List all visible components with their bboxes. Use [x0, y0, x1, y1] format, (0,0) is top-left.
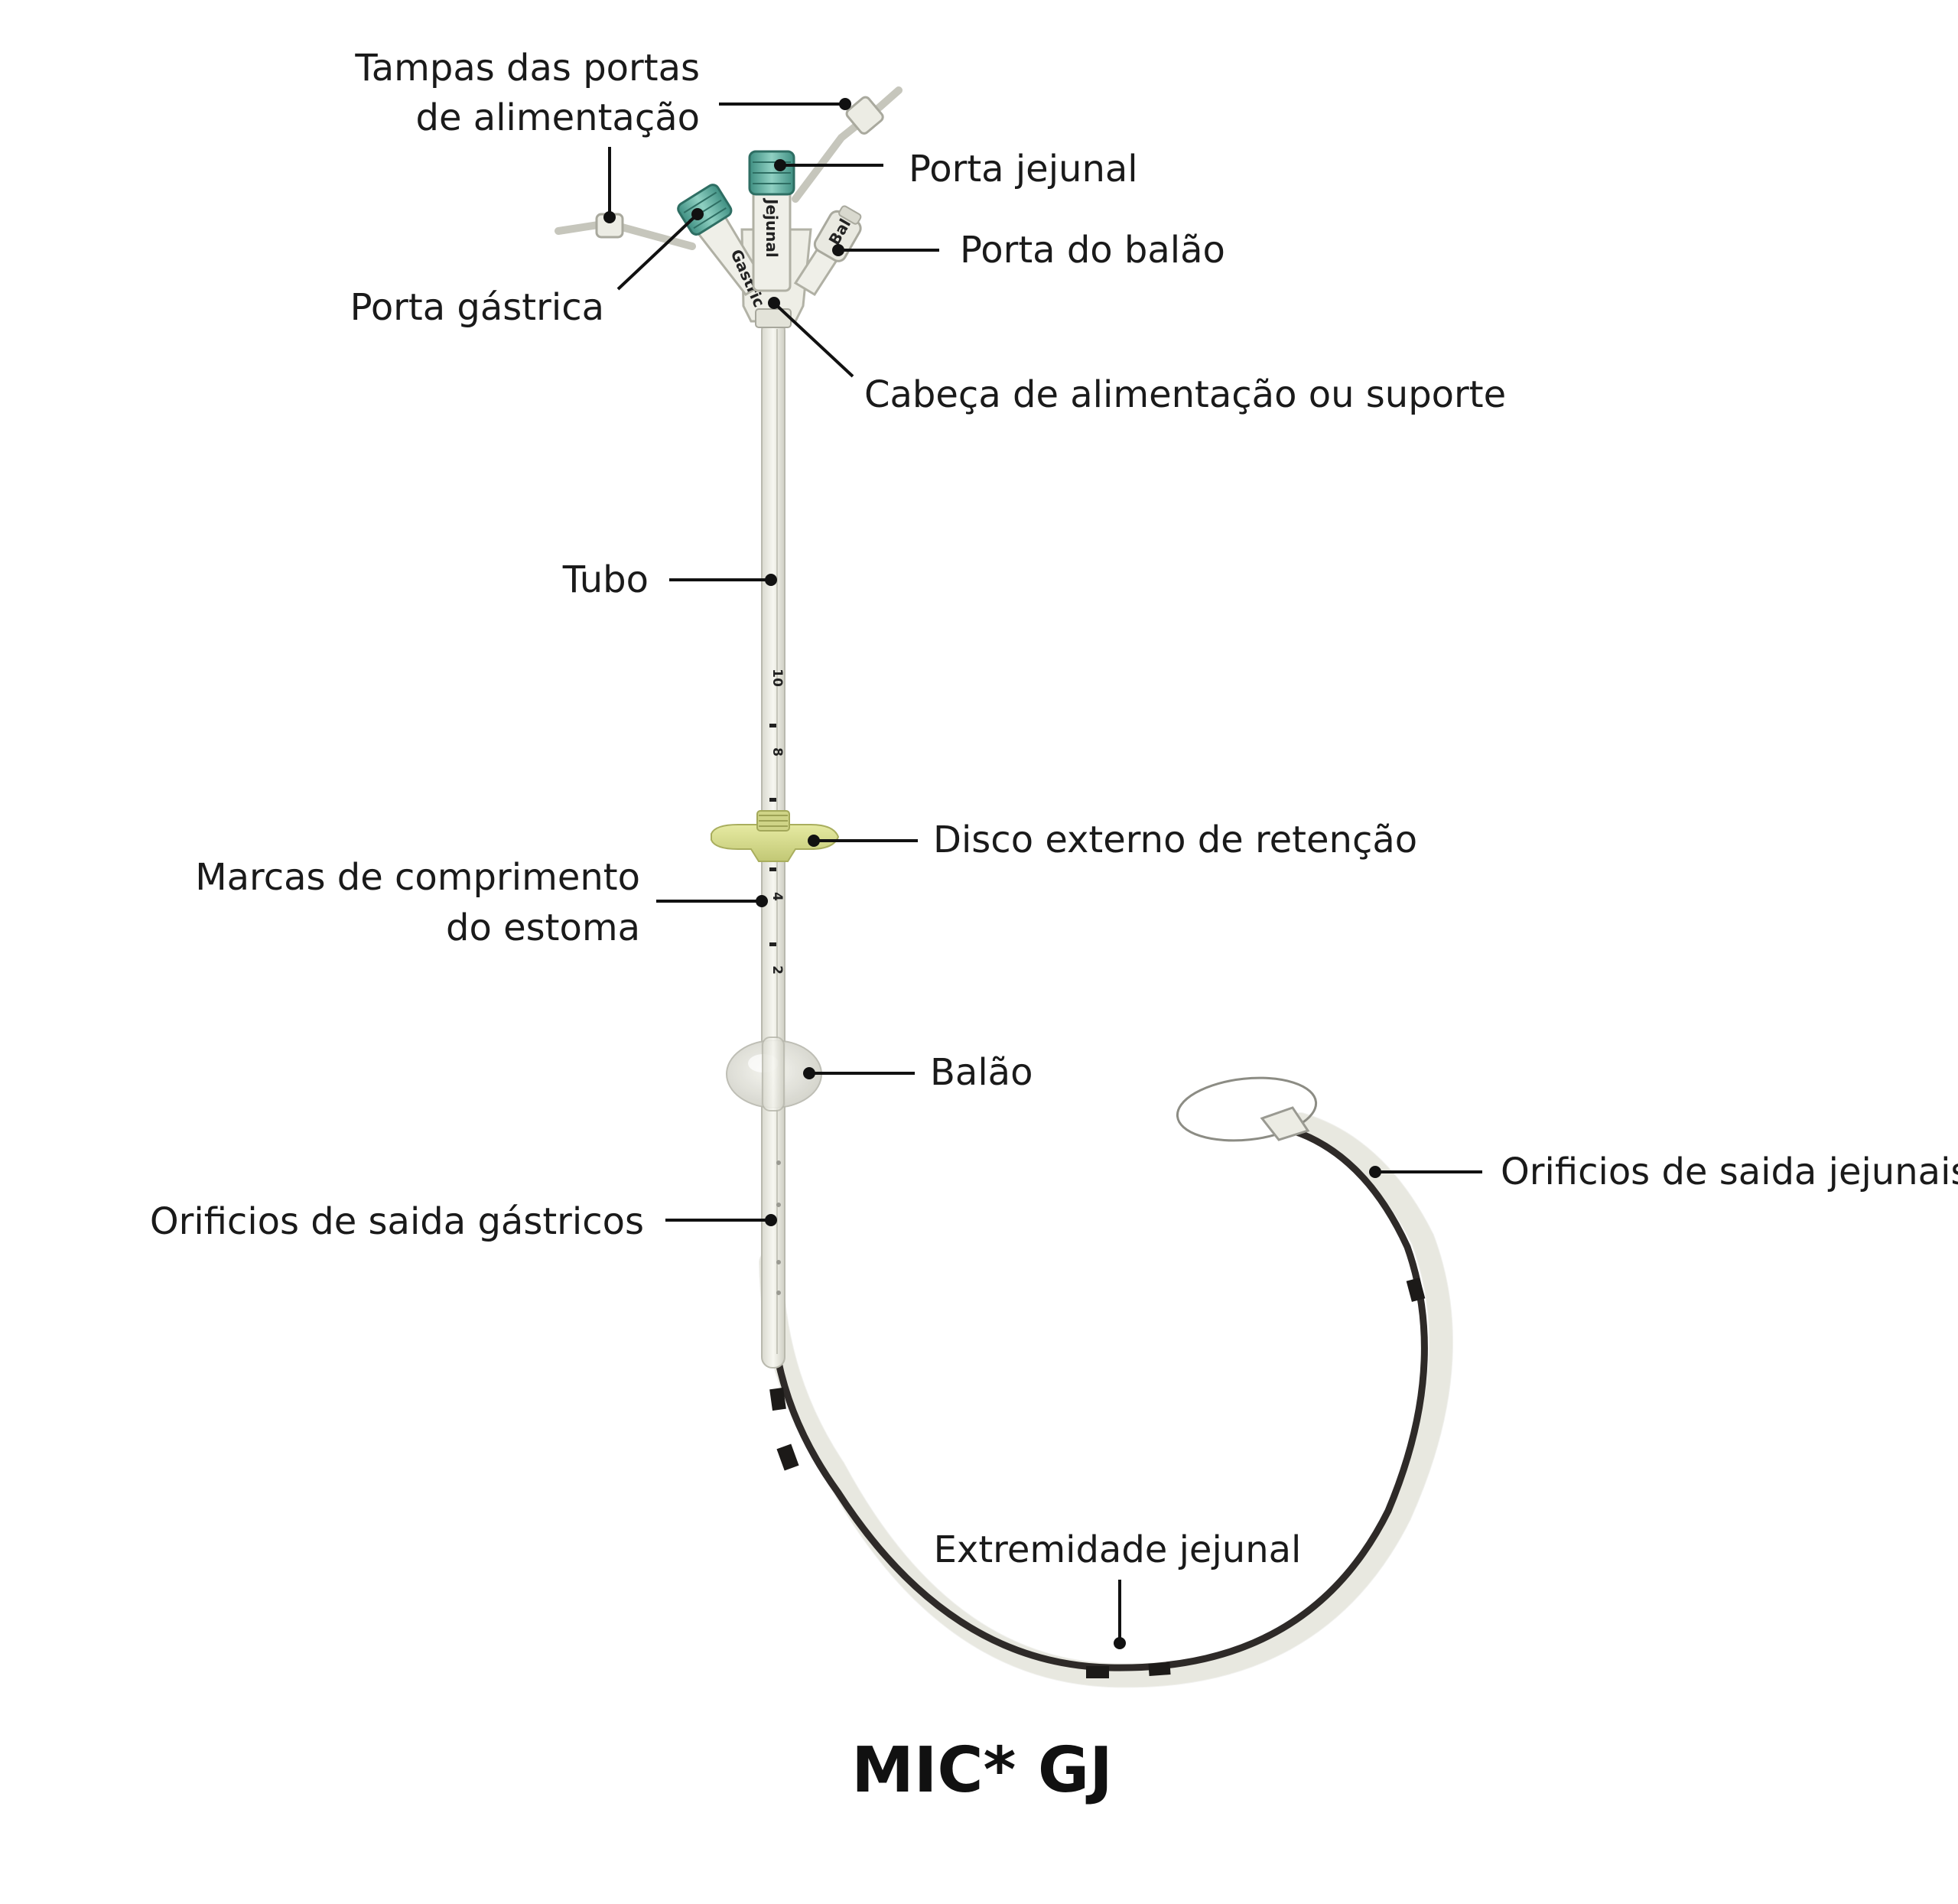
- callouts: Tampas das portas de alimentação Porta j…: [150, 47, 1958, 1649]
- label-external-disc: Disco externo de retenção: [933, 819, 1417, 861]
- dot-jejunal-exit-holes: [1369, 1166, 1381, 1178]
- external-retention-disc: [711, 811, 838, 861]
- tube-mark-2: 2: [769, 965, 785, 975]
- jejunal-tube-marker: [776, 1443, 798, 1470]
- jejunal-extension-tube: [766, 1072, 1441, 1678]
- tube-tick: [769, 942, 776, 946]
- label-feeding-head: Cabeça de alimentação ou suporte: [864, 373, 1506, 416]
- label-tube: Tubo: [562, 558, 649, 601]
- label-balloon: Balão: [930, 1051, 1033, 1094]
- diagram-title: MIC* GJ: [851, 1734, 1113, 1807]
- tube-mark-10: 10: [769, 669, 785, 687]
- dot-jejunal-port: [774, 159, 786, 171]
- label-stoma-marks-line1: Marcas de comprimento: [195, 856, 640, 899]
- dot-tube: [765, 574, 777, 586]
- device-illustration: 10 8 6 4 2: [558, 90, 1441, 1678]
- dot-balloon: [803, 1067, 815, 1079]
- label-jejunal-tip: Extremidade jejunal: [934, 1528, 1302, 1571]
- jejunal-port-text: Jejunal: [763, 197, 781, 258]
- label-jejunal-port: Porta jejunal: [909, 148, 1138, 190]
- label-jejunal-exit-holes: Orificios de saida jejunais: [1501, 1151, 1958, 1193]
- gastric-exit-hole: [776, 1160, 781, 1165]
- jejunal-tube-marker: [1086, 1666, 1109, 1678]
- jejunal-tube-marker: [1148, 1662, 1170, 1676]
- gastric-exit-hole: [776, 1260, 781, 1264]
- tube-mark-4: 4: [769, 892, 785, 901]
- tube-tick: [769, 798, 776, 802]
- dot-feeding-cap-left: [603, 211, 616, 223]
- dot-feeding-cap-right: [839, 98, 851, 110]
- label-balloon-port: Porta do balão: [960, 229, 1225, 272]
- dot-gastric-port: [691, 208, 704, 220]
- gastric-exit-hole: [776, 1203, 781, 1207]
- dot-jejunal-tip: [1114, 1637, 1126, 1649]
- tube-tick: [769, 867, 776, 871]
- tube-tick: [769, 724, 776, 727]
- label-gastric-port: Porta gástrica: [350, 286, 604, 329]
- tube-mark-8: 8: [769, 747, 785, 757]
- dot-external-disc: [808, 835, 820, 847]
- dot-feeding-head: [768, 297, 780, 309]
- label-stoma-marks-line2: do estoma: [446, 906, 640, 949]
- gastric-exit-hole: [776, 1290, 781, 1295]
- dot-balloon-port: [832, 244, 844, 256]
- label-gastric-exit-holes: Orificios de saida gástricos: [150, 1200, 644, 1243]
- leader-feeding-head: [774, 303, 853, 376]
- jejunal-port-arm: Jejunal: [750, 151, 794, 291]
- jejunal-port-cap-teal: [750, 151, 794, 194]
- dot-gastric-exit-holes: [765, 1214, 777, 1226]
- label-feeding-port-caps-line2: de alimentação: [416, 96, 700, 139]
- label-feeding-port-caps-line1: Tampas das portas: [354, 47, 700, 90]
- dot-stoma-marks: [756, 895, 768, 907]
